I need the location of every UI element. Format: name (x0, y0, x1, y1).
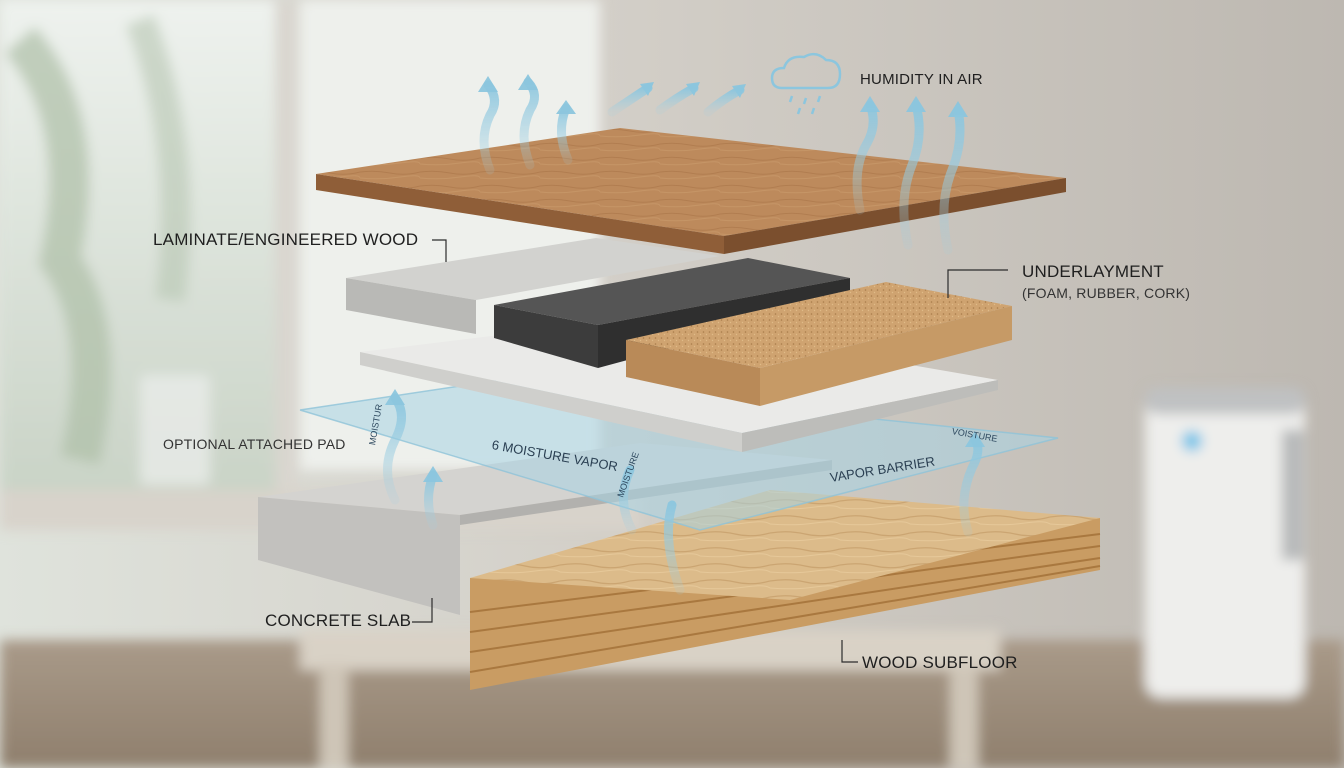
attached-pad-label: OPTIONAL ATTACHED PAD (163, 436, 346, 452)
underlayment-types-label: (FOAM, RUBBER, CORK) (1022, 285, 1191, 301)
leader-lines (412, 239, 1008, 663)
laminate-board-layer (316, 128, 1066, 254)
vapor-barrier-layer (299, 379, 1059, 531)
humidity-label: HUMIDITY IN AIR (860, 71, 983, 88)
concrete-slab-label: CONCRETE SLAB (265, 611, 412, 630)
underlayment-label: UNDERLAYMENT (1022, 262, 1164, 281)
moisture-arrowheads (385, 74, 985, 482)
foam-underlayment (346, 238, 720, 334)
cork-underlayment (626, 282, 1012, 406)
wood-subfloor-label: WOOD SUBFLOOR (862, 653, 1018, 672)
cloud-rain-icon (770, 52, 842, 115)
laminate-label: LAMINATE/ENGINEERED WOOD (153, 230, 419, 249)
wood-subfloor-layer (469, 490, 1101, 690)
